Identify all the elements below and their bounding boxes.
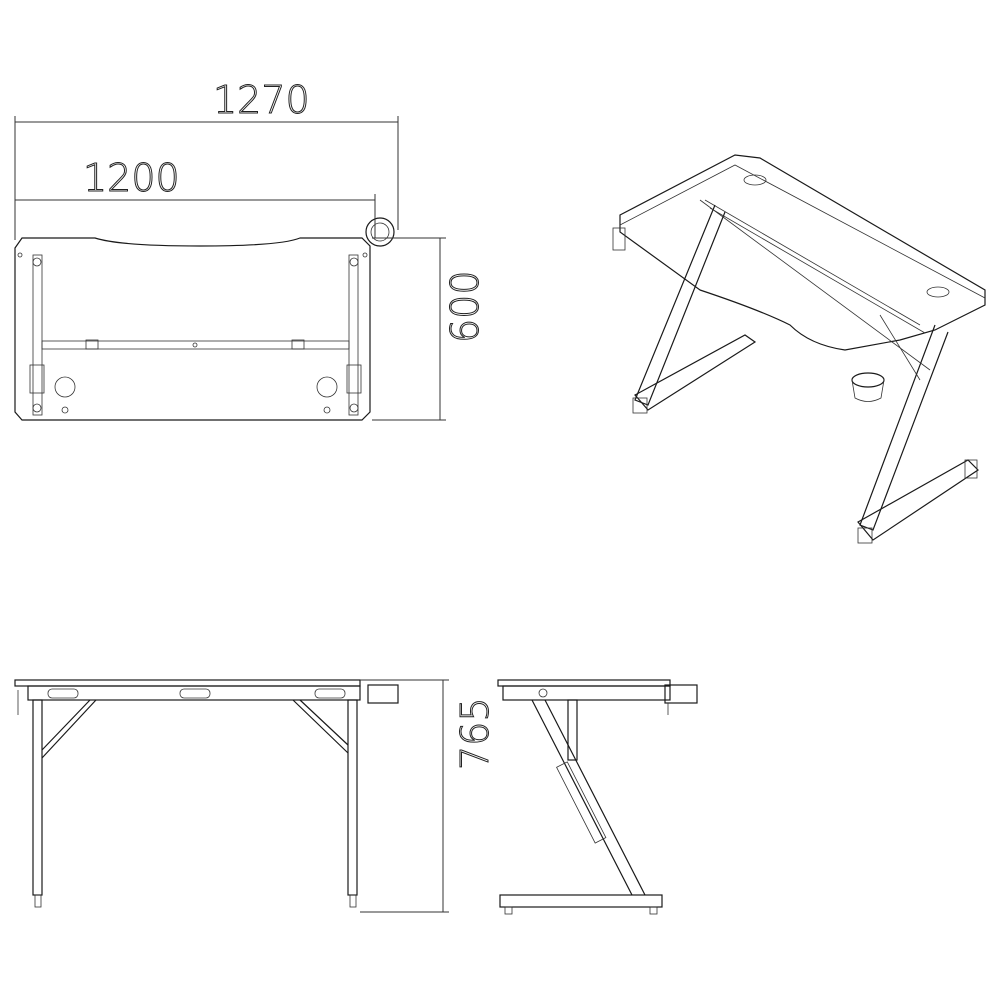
front-view xyxy=(14,679,399,908)
dimension-1270 xyxy=(14,116,399,240)
label-600: 600 xyxy=(443,270,487,343)
label-1200: 1200 xyxy=(83,156,180,200)
top-view xyxy=(14,217,395,421)
cup-holder xyxy=(365,217,395,247)
side-view xyxy=(497,679,698,915)
dimension-765 xyxy=(360,679,449,913)
dimension-1200 xyxy=(15,194,376,238)
label-1270: 1270 xyxy=(213,78,310,122)
label-765: 765 xyxy=(453,697,497,770)
isometric-view xyxy=(612,154,986,544)
dimension-600 xyxy=(372,237,446,421)
